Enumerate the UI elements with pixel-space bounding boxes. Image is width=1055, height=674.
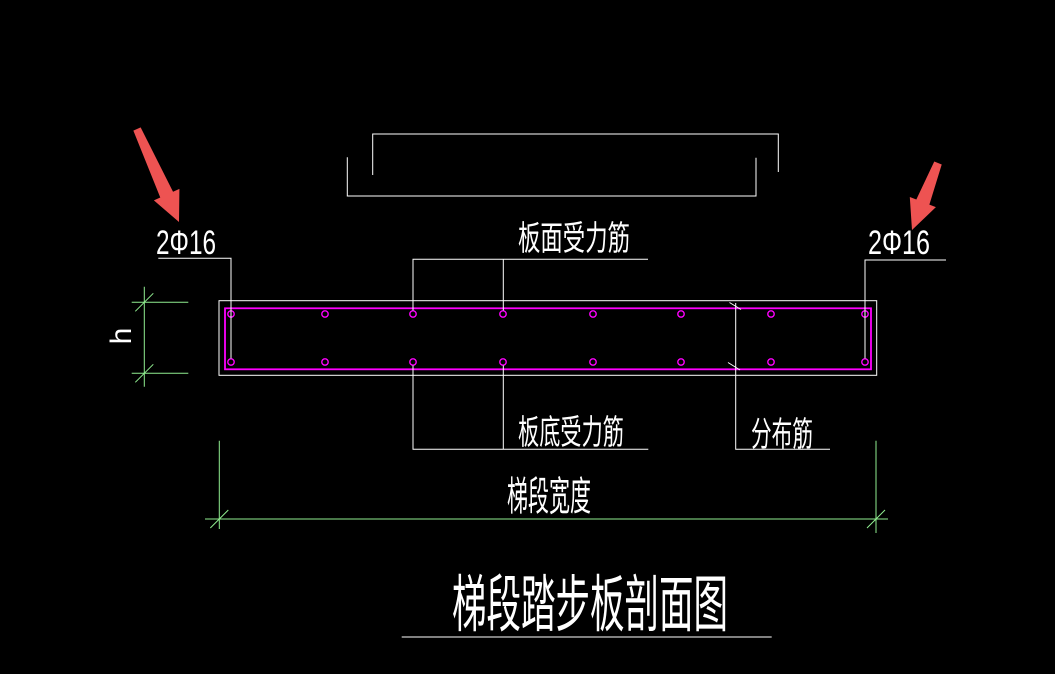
annotation-arrow-right bbox=[909, 161, 942, 230]
rebar-bar-circle bbox=[861, 358, 869, 366]
rebar-bar-circle bbox=[227, 358, 235, 366]
rebar-bar-circle bbox=[409, 310, 417, 318]
width-dimension-label: 梯段宽度 bbox=[507, 475, 591, 519]
distribution-leader-tick-marks bbox=[727, 302, 742, 371]
bottom-rebar-leader bbox=[412, 365, 649, 450]
upper-flight-break-outline bbox=[346, 133, 779, 197]
distribution-bar-leader bbox=[735, 303, 830, 450]
left-corner-bar-label: 2Φ16 bbox=[156, 224, 216, 262]
left-corner-bar-leader bbox=[158, 257, 232, 359]
thickness-dimension-lines bbox=[131, 286, 189, 387]
slab-outer-outline bbox=[218, 300, 878, 376]
rebar-bar-circle bbox=[409, 358, 417, 366]
width-dimension bbox=[205, 440, 888, 533]
annotation-arrow-left bbox=[133, 127, 180, 222]
width-dimension-lines bbox=[205, 440, 888, 533]
top-rebar-label: 板面受力筋 bbox=[518, 220, 630, 258]
rebar-bar-circle bbox=[589, 310, 597, 318]
rebar-bar-circle bbox=[677, 358, 685, 366]
right-corner-bar-label: 2Φ16 bbox=[868, 224, 930, 262]
rebar-bar-circle bbox=[767, 310, 775, 318]
rebar-bar-circle bbox=[321, 310, 329, 318]
top-rebar-leader bbox=[412, 258, 648, 311]
width-dimension-ticks bbox=[209, 509, 886, 529]
drawing-title: 梯段踏步板剖面图 bbox=[452, 571, 728, 640]
rebar-bar-circle bbox=[677, 310, 685, 318]
right-corner-bar-leader bbox=[864, 259, 946, 359]
thickness-dimension-label: h bbox=[105, 328, 138, 345]
thickness-dimension bbox=[131, 286, 189, 387]
thickness-dimension-ticks bbox=[134, 292, 154, 383]
rebar-bar-circle bbox=[321, 358, 329, 366]
slab-inner-outline bbox=[224, 307, 872, 371]
bottom-rebar-label: 板底受力筋 bbox=[518, 414, 624, 452]
distribution-bar-label: 分布筋 bbox=[751, 416, 813, 454]
rebar-circles bbox=[227, 310, 869, 366]
rebar-bar-circle bbox=[767, 358, 775, 366]
rebar-bar-circle bbox=[499, 358, 507, 366]
rebar-bar-circle bbox=[499, 310, 507, 318]
rebar-bar-circle bbox=[589, 358, 597, 366]
